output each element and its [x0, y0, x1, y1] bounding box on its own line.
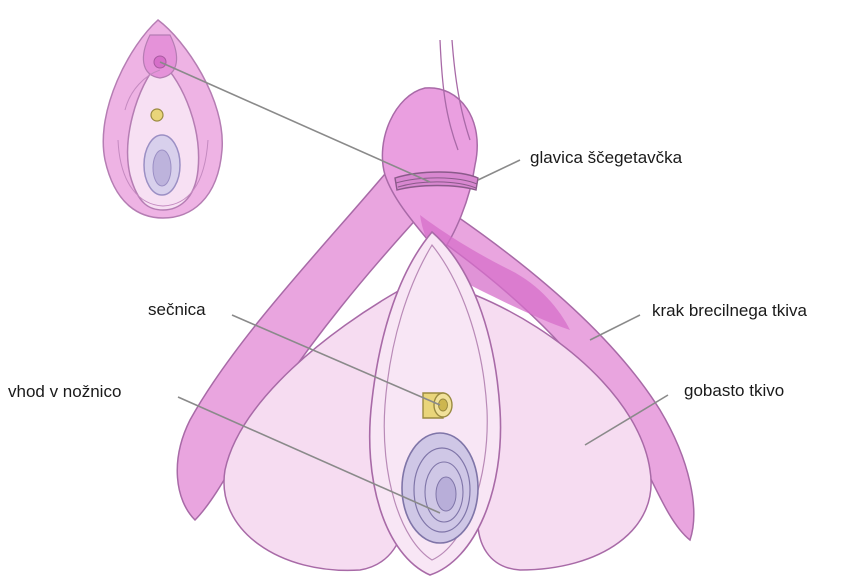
label-vaginal-opening: vhod v nožnico: [8, 382, 121, 402]
label-urethra: sečnica: [148, 300, 206, 320]
inset-vulva-drawing: [103, 20, 222, 218]
label-spongy-tissue: gobasto tkivo: [684, 381, 784, 401]
leader-clitoral-glans: [478, 160, 520, 180]
inset-vaginal-inner: [153, 150, 171, 186]
leader-crus: [590, 315, 640, 340]
label-clitoral-glans: glavica ščegetavčka: [530, 148, 682, 168]
inset-urethra: [151, 109, 163, 121]
label-crus: krak brecilnega tkiva: [652, 301, 807, 321]
vaginal-opening: [402, 433, 478, 543]
urethra-opening: [423, 393, 452, 418]
main-clitoris-drawing: [177, 40, 693, 575]
